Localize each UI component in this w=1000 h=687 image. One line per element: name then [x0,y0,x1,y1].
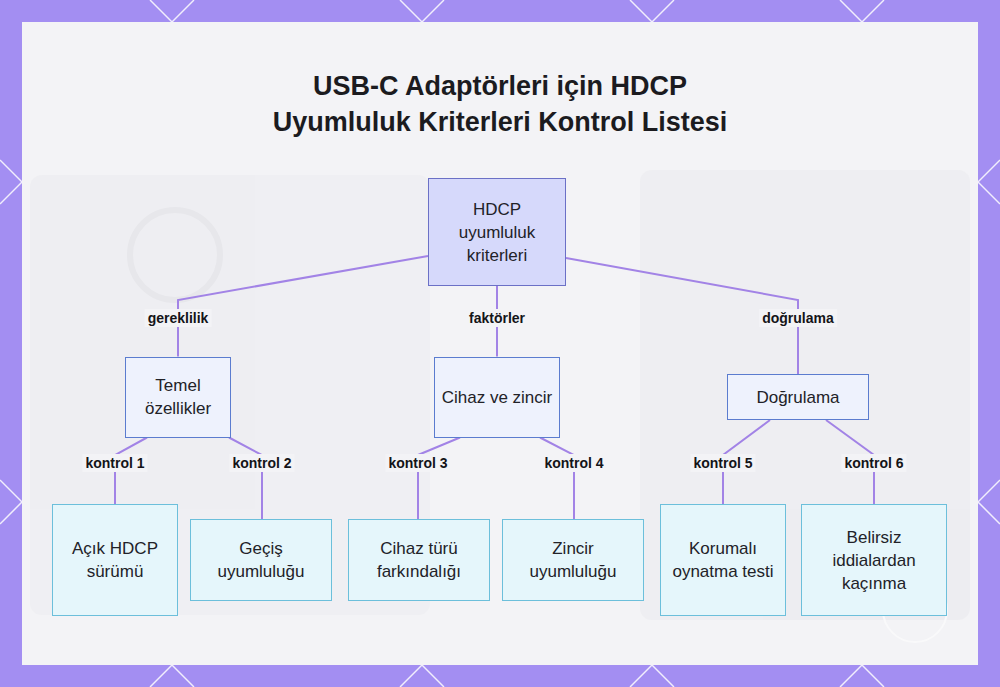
node-label: Cihaz türü farkındalığı [349,537,489,583]
node-label: Zincir uyumluluğu [503,537,643,583]
edge-label: gereklilik [145,309,212,327]
tree-connector [178,256,428,357]
node-label: Temel özellikler [126,374,230,420]
tree-connector [540,438,574,520]
edge-label: kontrol 5 [690,454,755,472]
edge-label: kontrol 6 [841,454,906,472]
node-label: Doğrulama [728,386,868,409]
panel-ground [22,22,978,665]
tree-connector [229,438,262,520]
edge-label: kontrol 4 [541,454,606,472]
diagram-title: USB-C Adaptörleri için HDCP Uyumluluk Kr… [190,68,810,140]
node-label: Korumalı oynatma testi [661,537,785,583]
edge-label: doğrulama [759,309,837,327]
edge-label: kontrol 3 [385,454,450,472]
check-box: Geçiş uyumluluğu [190,519,332,601]
node-label: Açık HDCP sürümü [53,537,177,583]
node-label: Belirsiz iddialardan kaçınma [802,526,946,595]
check-box: Korumalı oynatma testi [660,504,786,616]
check-box: Zincir uyumluluğu [502,519,644,601]
root-box: HDCP uyumluluk kriterleri [428,178,566,286]
edge-label: kontrol 1 [82,454,147,472]
node-label: Cihaz ve zincir [435,386,559,409]
check-box: Belirsiz iddialardan kaçınma [801,504,947,616]
category-box: Temel özellikler [125,357,231,438]
blurred-backdrop [30,170,970,642]
check-box: Cihaz türü farkındalığı [348,519,490,601]
category-box: Cihaz ve zincir [434,357,560,438]
node-label: Geçiş uyumluluğu [191,537,331,583]
check-box: Açık HDCP sürümü [52,504,178,616]
edge-label: kontrol 2 [229,454,294,472]
category-box: Doğrulama [727,374,869,420]
node-label: HDCP uyumluluk kriterleri [429,198,565,267]
edge-label: faktörler [466,309,528,327]
tree-connector [418,438,460,520]
